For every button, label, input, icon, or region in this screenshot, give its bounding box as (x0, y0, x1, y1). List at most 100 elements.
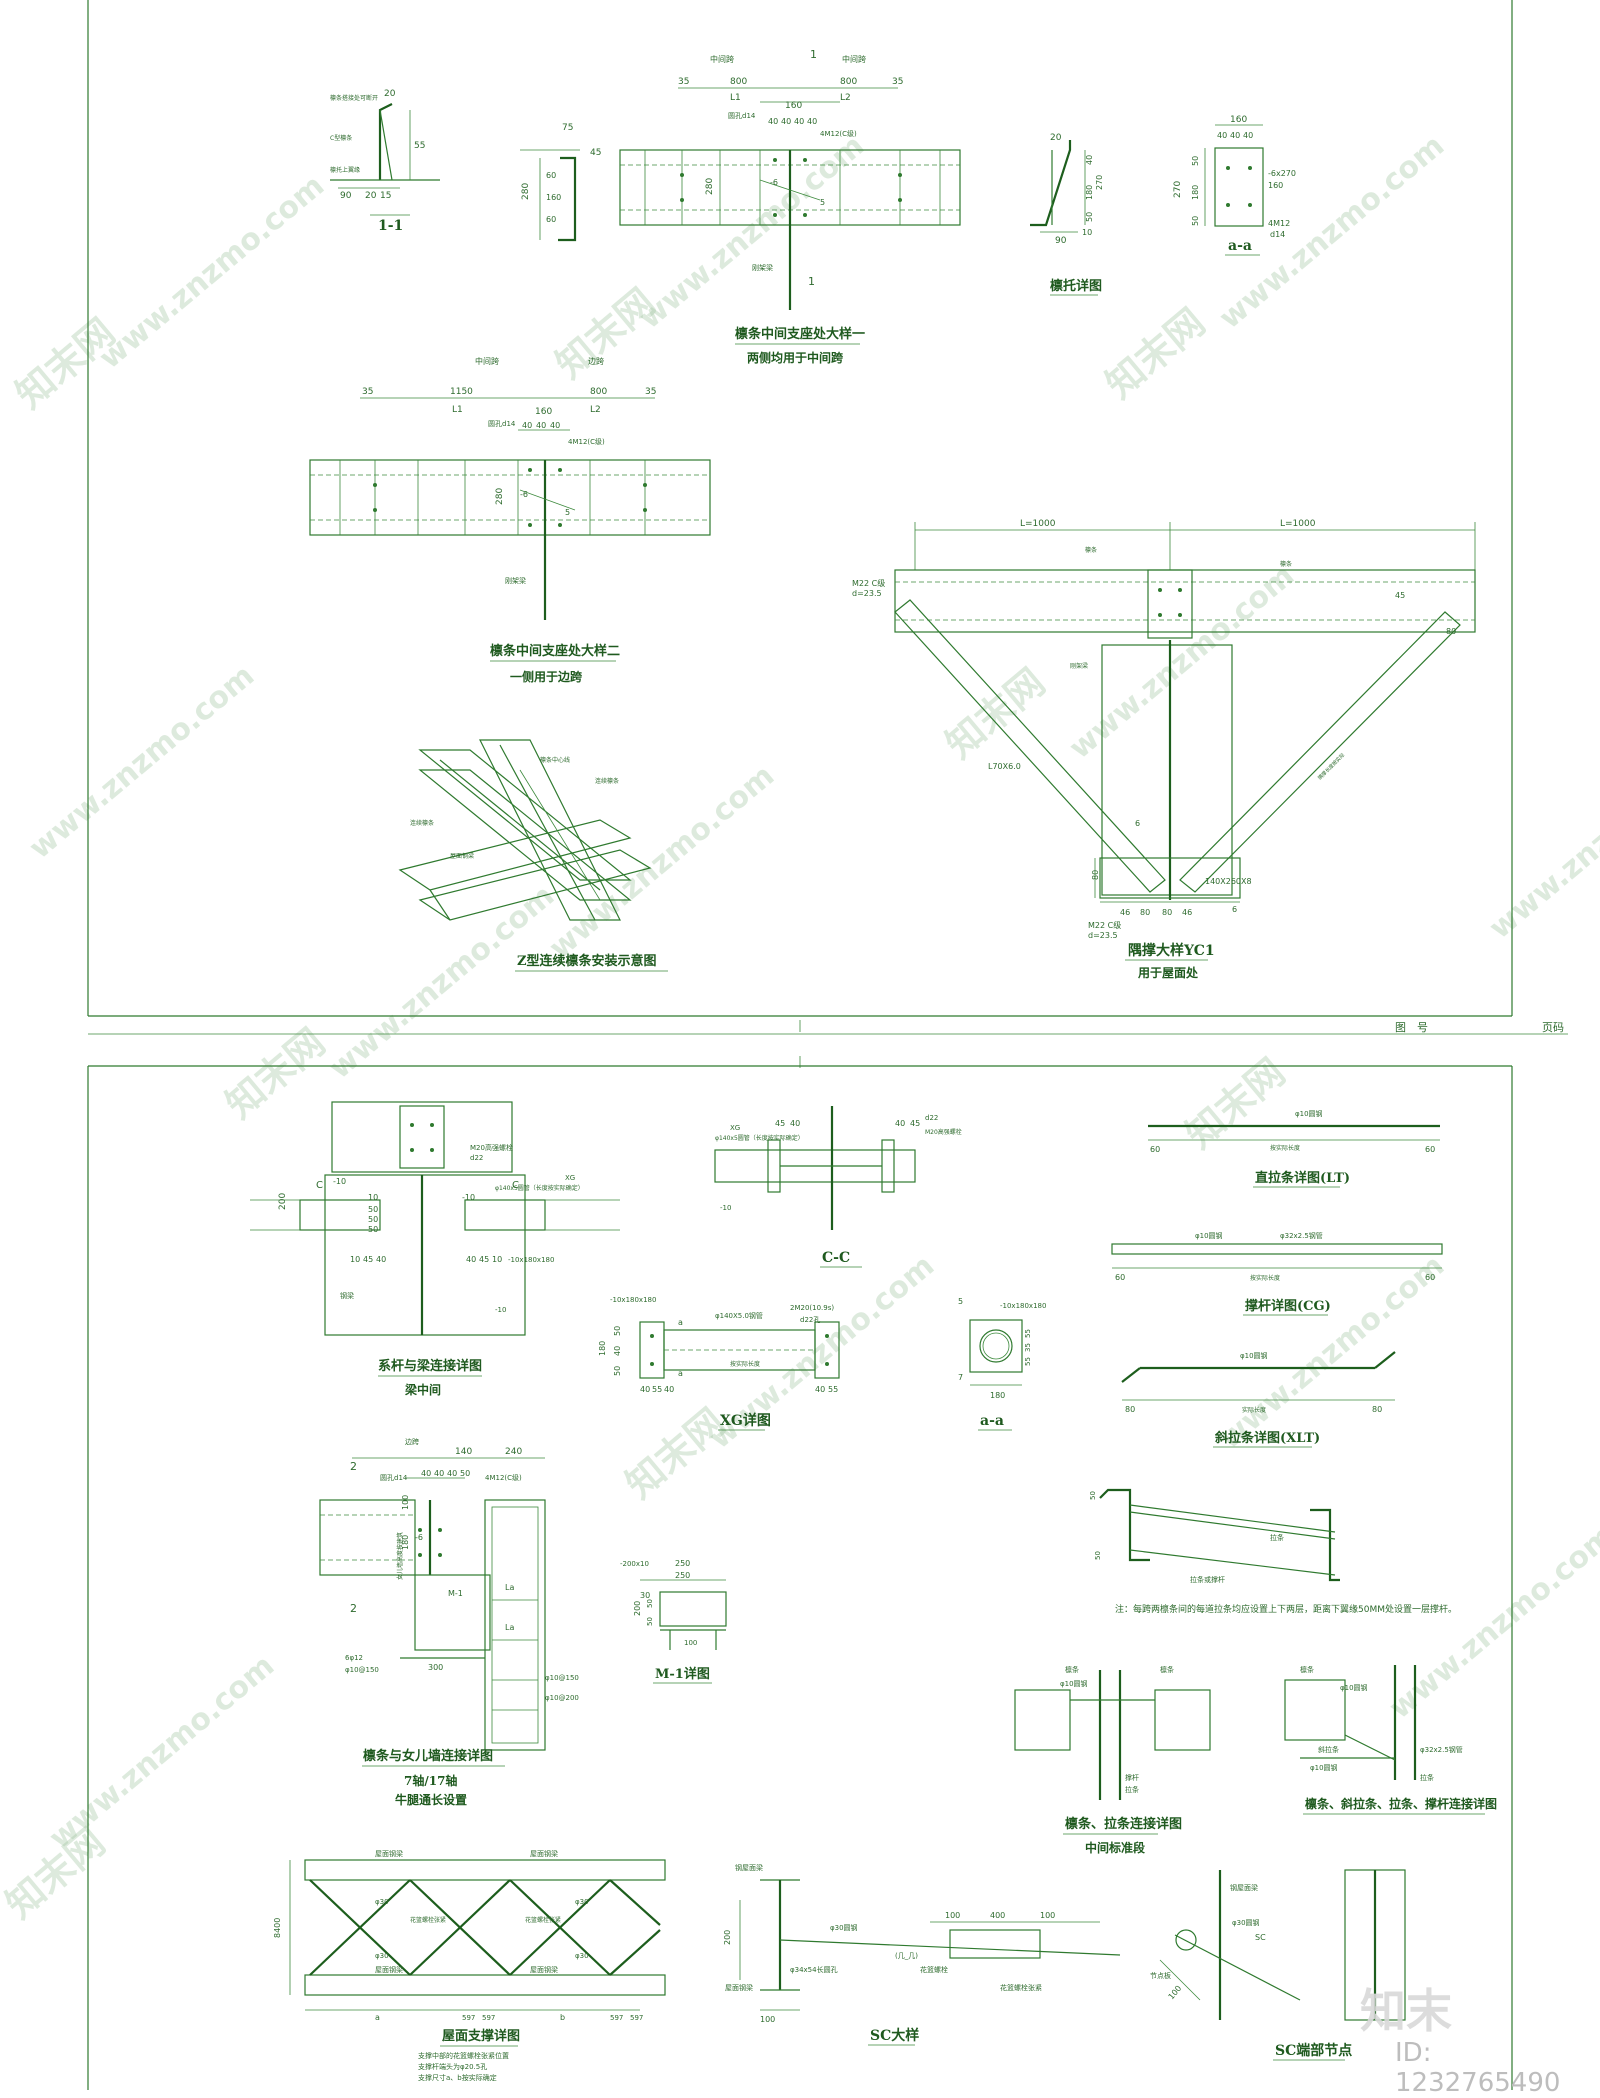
svg-text:50: 50 (646, 1617, 654, 1626)
svg-text:φ10@200: φ10@200 (545, 1694, 579, 1702)
svg-text:-6x270: -6x270 (1268, 169, 1296, 178)
sc-end-node: 100 钢屋面梁 φ30圆钢 SC 节点板 SC端部节点 (1150, 1869, 1406, 2061)
purlin-diagonal-title: 檩条、斜拉条、拉条、撑杆连接详图 (1305, 1796, 1497, 1811)
section-a-a-bottom: 180 55 35 55 5 7 -10x180x180 a-a (958, 1297, 1046, 1431)
svg-text:M22 C级: M22 C级 (1088, 920, 1121, 930)
svg-text:50: 50 (646, 1599, 654, 1608)
svg-text:35: 35 (1024, 1343, 1032, 1352)
svg-text:d22孔: d22孔 (800, 1316, 820, 1324)
svg-text:15: 15 (380, 191, 391, 201)
svg-text:-10: -10 (333, 1177, 346, 1186)
knee-brace-title: 隅撑大样YC1 (1128, 942, 1215, 959)
roof-bracing: 8400 a 597 597 b 597 597 屋面钢梁 屋面钢梁 屋面钢梁 … (273, 1849, 666, 2082)
svg-text:250: 250 (675, 1571, 690, 1580)
svg-text:刚架梁: 刚架梁 (752, 263, 773, 272)
svg-text:6: 6 (1232, 905, 1237, 914)
svg-text:35: 35 (645, 387, 656, 397)
svg-text:160: 160 (1268, 181, 1283, 190)
section-1-1: 20 55 90 20 15 檩条搭接处可断开 C型檩条 檩托上翼缘 1-1 (330, 89, 440, 234)
svg-text:30: 30 (640, 1591, 650, 1600)
svg-text:10: 10 (492, 1255, 502, 1264)
svg-text:撑杆: 撑杆 (1125, 1773, 1139, 1782)
svg-text:檩条: 檩条 (1160, 1665, 1174, 1674)
detail-2-title: 檩条中间支座处大样二 (490, 643, 620, 659)
svg-text:300: 300 (428, 1663, 443, 1672)
svg-text:拉条: 拉条 (1420, 1773, 1434, 1782)
svg-text:35: 35 (892, 77, 903, 87)
svg-text:40: 40 (466, 1255, 476, 1264)
diagonal-tie-title: 斜拉条详图(XLT) (1214, 1430, 1320, 1446)
svg-text:檩托上翼缘: 檩托上翼缘 (330, 166, 360, 174)
svg-text:C: C (316, 1180, 323, 1191)
svg-text:d22: d22 (470, 1154, 483, 1162)
svg-text:180: 180 (990, 1391, 1005, 1400)
svg-text:10: 10 (1082, 228, 1092, 237)
svg-text:φ10圆钢: φ10圆钢 (1310, 1763, 1338, 1772)
svg-text:-6: -6 (770, 178, 778, 187)
svg-text:46: 46 (1182, 908, 1192, 917)
watermark-2: www.znzmo.com (633, 128, 871, 336)
svg-text:圆孔d14: 圆孔d14 (380, 1474, 408, 1482)
svg-text:a: a (375, 2013, 380, 2022)
svg-text:50: 50 (1094, 1551, 1102, 1560)
svg-text:L70X6.0: L70X6.0 (988, 762, 1021, 771)
svg-text:80: 80 (1446, 627, 1456, 636)
watermark-logo-3: 知末网 (1098, 300, 1214, 407)
svg-text:M20高强螺栓: M20高强螺栓 (925, 1128, 962, 1136)
svg-text:200: 200 (278, 1193, 288, 1210)
svg-text:La: La (505, 1623, 514, 1632)
svg-text:140X260X8: 140X260X8 (1205, 877, 1252, 886)
svg-text:100: 100 (760, 2015, 775, 2024)
svg-text:L2: L2 (590, 405, 601, 415)
svg-text:60: 60 (1150, 1145, 1160, 1154)
tie-beam-connection: 200 10 45 40 40 45 10 10 50 50 50 M20高强螺… (250, 1101, 620, 1397)
svg-text:-10: -10 (462, 1193, 475, 1202)
svg-text:φ140X5.0钢管: φ140X5.0钢管 (715, 1311, 763, 1320)
svg-text:80: 80 (1091, 870, 1100, 880)
svg-text:-10x180x180: -10x180x180 (610, 1296, 656, 1304)
svg-text:屋面钢梁: 屋面钢梁 (530, 1849, 558, 1858)
svg-text:45: 45 (479, 1255, 489, 1264)
svg-text:40: 40 (790, 1119, 800, 1128)
svg-text:花篮螺栓张紧: 花篮螺栓张紧 (1000, 1983, 1042, 1992)
svg-text:6φ12: 6φ12 (345, 1654, 363, 1662)
svg-text:50: 50 (460, 1469, 470, 1478)
svg-text:800: 800 (730, 77, 747, 87)
svg-text:40: 40 (664, 1385, 674, 1394)
svg-text:180: 180 (1085, 185, 1094, 200)
svg-text:20: 20 (384, 89, 396, 99)
svg-text:60: 60 (1425, 1145, 1435, 1154)
svg-text:L2: L2 (840, 93, 851, 103)
svg-text:50: 50 (1085, 212, 1094, 222)
svg-text:80: 80 (1140, 908, 1150, 917)
footer-left: 图 号 (1395, 1021, 1428, 1034)
svg-text:200: 200 (723, 1930, 732, 1945)
svg-text:6: 6 (1135, 819, 1140, 828)
svg-text:20: 20 (1050, 133, 1062, 143)
svg-text:8400: 8400 (273, 1918, 282, 1938)
svg-text:钢屋面梁: 钢屋面梁 (735, 1863, 763, 1872)
svg-text:40: 40 (781, 117, 791, 126)
svg-text:La: La (505, 1583, 514, 1592)
svg-text:φ30: φ30 (575, 1898, 589, 1906)
footer-right: 页码 (1542, 1021, 1564, 1034)
svg-text:边跨: 边跨 (588, 356, 604, 366)
svg-text:M22 C级: M22 C级 (852, 578, 885, 588)
knee-brace-yc1: L=1000 L=1000 80 46 80 80 46 45 80 M22 C… (852, 519, 1476, 980)
svg-text:φ34x54长圆孔: φ34x54长圆孔 (790, 1965, 838, 1974)
tie-beam-title: 系杆与梁连接详图 (378, 1358, 482, 1374)
brace-note: 注：每跨两檩条间的每道拉条均应设置上下两层，距离下翼缘50MM处设置一层撑杆。 (1115, 1603, 1457, 1615)
svg-text:-10: -10 (720, 1204, 731, 1212)
svg-text:5: 5 (958, 1297, 963, 1306)
svg-text:597: 597 (630, 2014, 643, 2022)
svg-text:280: 280 (495, 488, 505, 505)
tie-beam-subtitle: 梁中间 (404, 1382, 441, 1397)
svg-text:d14: d14 (1270, 230, 1285, 239)
svg-text:花篮螺栓张紧: 花篮螺栓张紧 (525, 1916, 561, 1924)
detail-2-subtitle: 一侧用于边跨 (510, 669, 583, 684)
svg-text:节点板: 节点板 (1150, 1971, 1171, 1980)
svg-text:-10x180x180: -10x180x180 (508, 1256, 554, 1264)
svg-text:10: 10 (368, 1193, 378, 1202)
svg-text:20: 20 (365, 191, 377, 201)
section-a-a-top-title: a-a (1228, 238, 1252, 254)
